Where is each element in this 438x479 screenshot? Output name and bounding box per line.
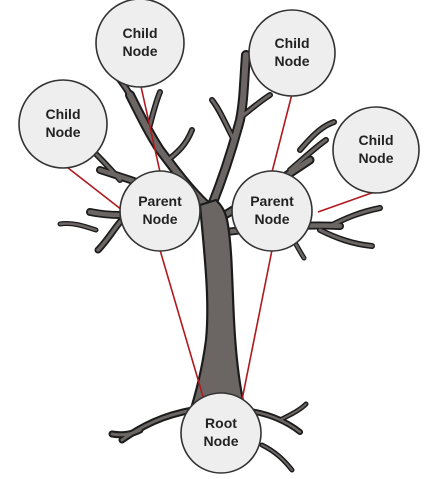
node-label-line2: Node [204,433,239,449]
node-label-line2: Node [143,211,178,227]
edge-parent-right-child-4 [317,189,381,213]
node-label-line2: Node [46,124,81,140]
node-label-line1: Child [275,35,310,51]
node-label-line1: Child [359,132,394,148]
edge-root-parent-right [241,249,273,401]
nodes: Child Node Child Node Child Node Child N… [18,0,420,474]
node-parent-right: Parent Node [231,170,313,252]
node-label-line2: Node [255,211,290,227]
node-parent-left: Parent Node [119,170,201,252]
edges [62,81,381,401]
node-child-1: Child Node [18,79,108,169]
edge-root-parent-left [159,249,205,401]
node-label-line1: Root [205,415,237,431]
node-child-4: Child Node [332,106,420,194]
node-label-line1: Parent [138,193,182,209]
node-label-line2: Node [359,150,394,166]
node-label-line1: Child [123,25,158,41]
node-root: Root Node [180,392,262,474]
node-label-line1: Child [46,106,81,122]
node-label-line1: Parent [250,193,294,209]
node-label-line2: Node [123,43,158,59]
node-label-line2: Node [275,53,310,69]
edge-parent-left-child-2 [139,81,161,173]
tree-trunk [188,198,248,416]
node-child-2: Child Node [95,0,185,88]
node-child-3: Child Node [248,9,336,97]
edge-parent-left-child-1 [62,163,123,211]
edge-parent-right-child-3 [271,93,293,173]
